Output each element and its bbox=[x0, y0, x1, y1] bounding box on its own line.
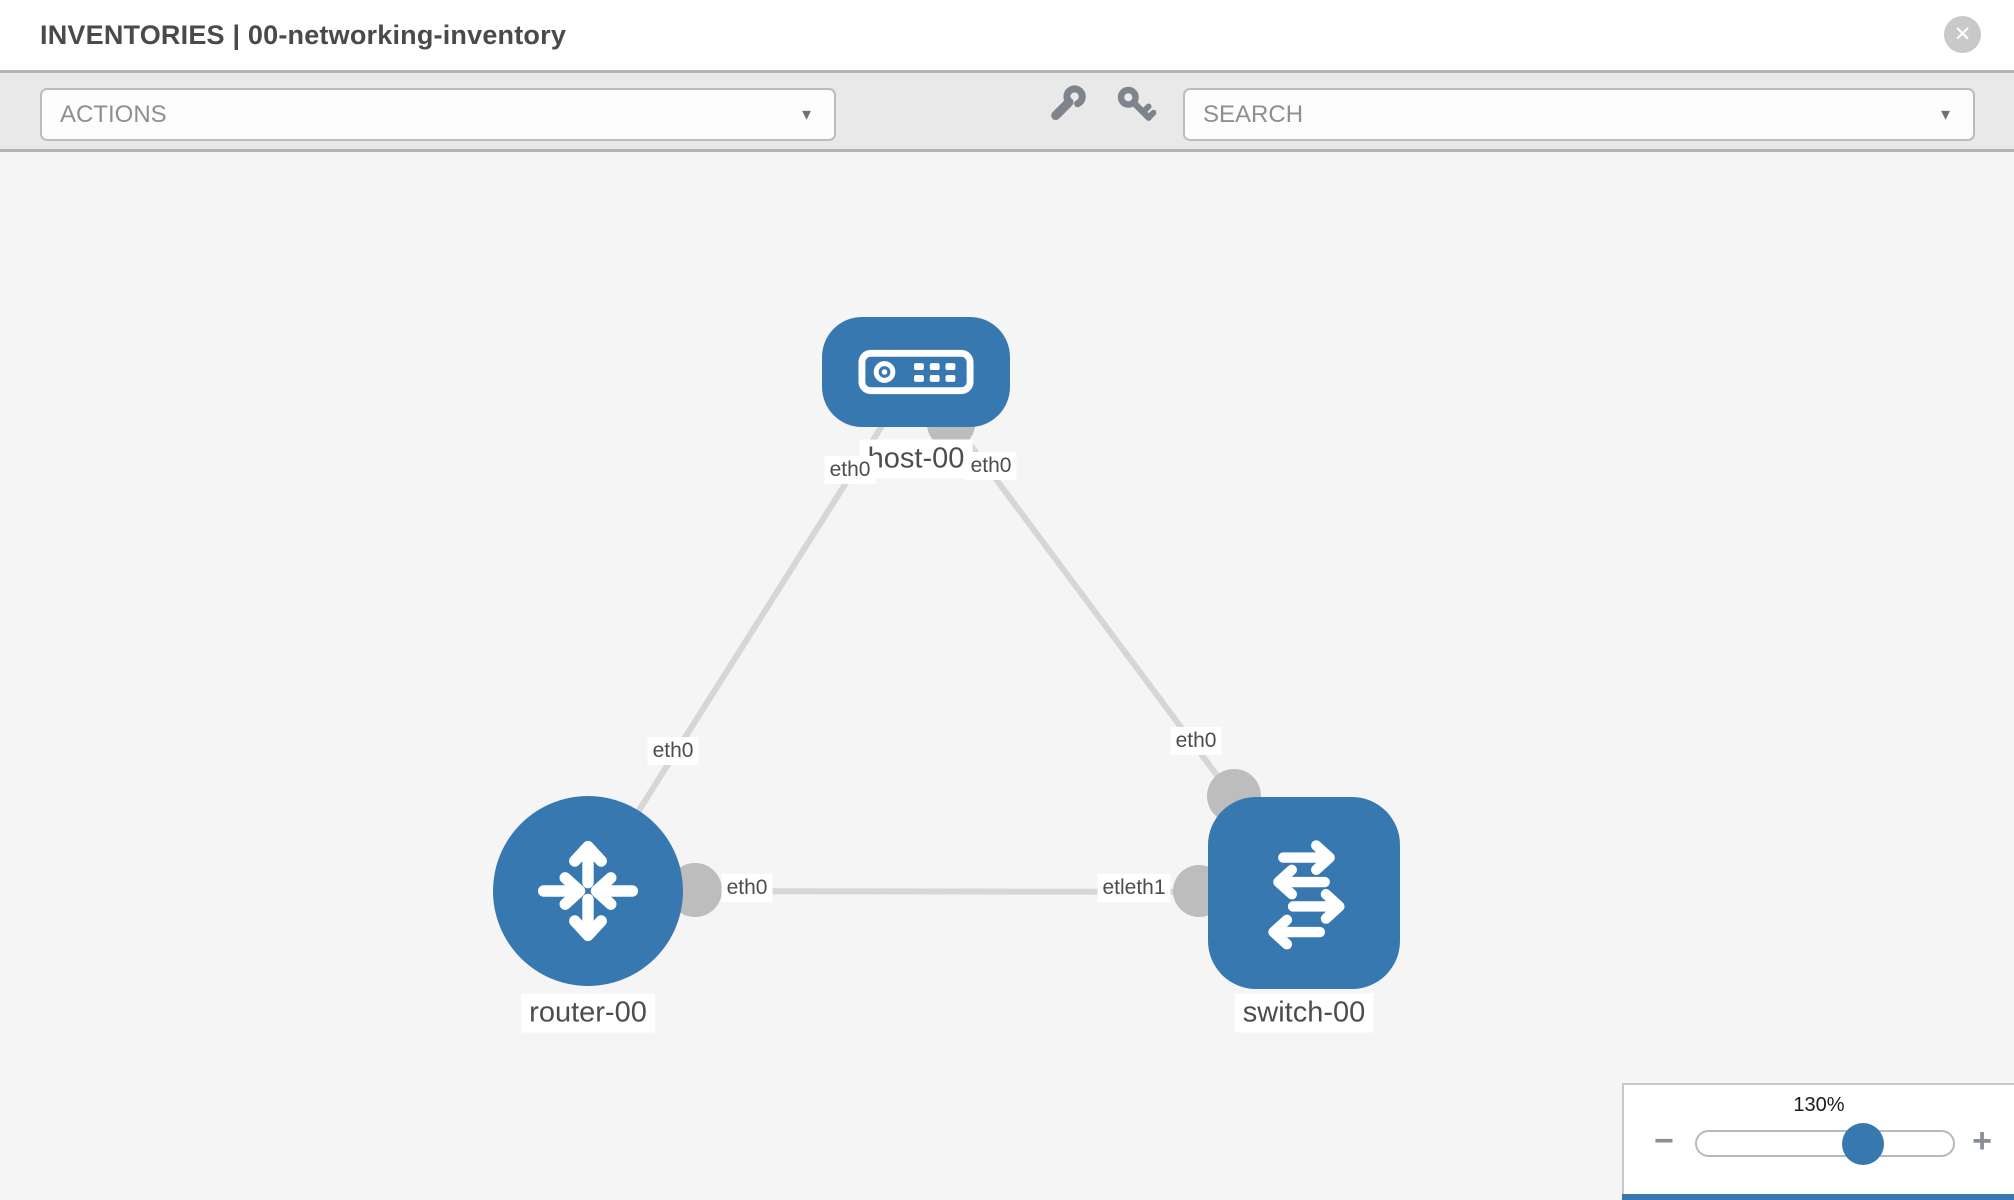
port-label-eth0-host-left: eth0 bbox=[824, 456, 876, 484]
server-icon bbox=[858, 349, 974, 395]
port-label-eth1-overlap: etleth1 bbox=[1097, 874, 1171, 902]
zoom-slider[interactable] bbox=[1695, 1122, 1955, 1165]
actions-dropdown-label: ACTIONS bbox=[60, 100, 167, 128]
router-icon bbox=[537, 840, 639, 942]
zoom-out-button[interactable]: − bbox=[1654, 1122, 1674, 1160]
chevron-down-icon: ▼ bbox=[799, 106, 814, 123]
close-icon[interactable]: ✕ bbox=[1944, 16, 1981, 53]
wrench-icon[interactable] bbox=[1048, 84, 1090, 126]
search-dropdown-label: SEARCH bbox=[1203, 100, 1304, 128]
port-label-eth0-switch-up: eth0 bbox=[1170, 727, 1222, 755]
zoom-level-value: 130% bbox=[1793, 1094, 1845, 1116]
switch-icon bbox=[1268, 840, 1345, 950]
node-label-host: host-00 bbox=[859, 439, 973, 479]
port-label-eth0-router-up: eth0 bbox=[647, 737, 699, 765]
bottom-accent-bar bbox=[1622, 1194, 2014, 1200]
chevron-down-icon: ▼ bbox=[1938, 106, 1953, 123]
port-label-eth0-host-right: eth0 bbox=[965, 452, 1017, 480]
topology-canvas[interactable]: host-00 router-00 switch-00 eth0 eth0 et… bbox=[0, 152, 2014, 1200]
key-icon[interactable] bbox=[1115, 84, 1157, 126]
node-host-00[interactable] bbox=[822, 317, 1010, 427]
search-dropdown[interactable]: SEARCH ▼ bbox=[1183, 88, 1975, 141]
node-router-00[interactable] bbox=[493, 796, 683, 986]
port-label-eth0-link: eth0 bbox=[721, 874, 773, 902]
close-glyph: ✕ bbox=[1953, 23, 1972, 46]
page-title: INVENTORIES | 00-networking-inventory bbox=[40, 19, 567, 50]
actions-dropdown[interactable]: ACTIONS ▼ bbox=[40, 88, 836, 141]
zoom-slider-thumb[interactable] bbox=[1842, 1122, 1885, 1165]
toolbar: ACTIONS ▼ SEARCH ▼ bbox=[0, 70, 2014, 152]
links-layer bbox=[585, 370, 1307, 917]
header: INVENTORIES | 00-networking-inventory ✕ bbox=[0, 0, 2014, 70]
node-label-switch: switch-00 bbox=[1234, 993, 1374, 1033]
zoom-panel: 130% − + bbox=[1622, 1083, 2014, 1200]
node-label-router: router-00 bbox=[521, 993, 655, 1033]
node-switch-00[interactable] bbox=[1208, 797, 1400, 989]
zoom-in-button[interactable]: + bbox=[1972, 1122, 1992, 1160]
